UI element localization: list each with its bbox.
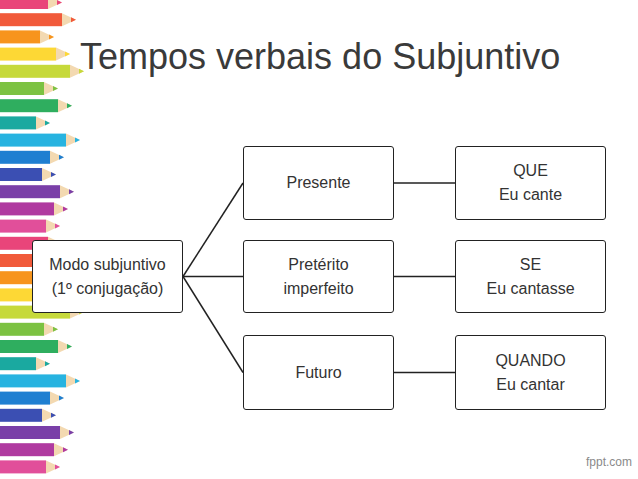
pencil-tip xyxy=(59,155,64,160)
root-box: Modo subjuntivo (1º conjugação) xyxy=(32,240,183,313)
pencil-body xyxy=(0,0,48,9)
pencil-tip xyxy=(53,86,58,91)
pencil-tip xyxy=(45,120,50,125)
connector-line xyxy=(394,372,455,374)
pencil-wood xyxy=(46,220,60,233)
pencil-tip xyxy=(65,52,70,57)
pencil-wood xyxy=(58,99,72,112)
pencil-wood xyxy=(42,409,56,422)
pencil-body xyxy=(0,99,58,112)
pencil-tip xyxy=(57,0,62,5)
pencil-tip xyxy=(71,17,76,22)
pencil-body xyxy=(0,323,44,336)
pencil-wood xyxy=(46,460,60,473)
pencil-tip xyxy=(67,344,72,349)
pencil-wood xyxy=(36,116,50,129)
pencil-body xyxy=(0,65,70,78)
box-text: QUANDO xyxy=(495,349,565,373)
box-text: Eu cantar xyxy=(496,373,564,397)
pencil-body xyxy=(0,357,36,370)
pencil-wood xyxy=(42,168,56,181)
box-text: Futuro xyxy=(295,361,341,385)
pencil-wood xyxy=(44,323,58,336)
pencil-tip xyxy=(55,464,60,469)
pencil-body xyxy=(0,13,62,26)
pencil-body xyxy=(0,185,60,198)
tense-box: Pretérito imperfeito xyxy=(243,240,394,313)
slide-title: Tempos verbais do Subjuntivo xyxy=(80,36,630,78)
pencil-tip xyxy=(55,224,60,229)
pencil-body xyxy=(0,374,66,387)
pencil-tip xyxy=(75,378,80,383)
pencil-wood xyxy=(66,134,80,147)
pencil-tip xyxy=(69,189,74,194)
pencil-body xyxy=(0,460,46,473)
pencil-tip xyxy=(51,413,56,418)
pencil-body xyxy=(0,168,42,181)
pencil-wood xyxy=(60,185,74,198)
pencil-body xyxy=(0,220,46,233)
pencil-tip xyxy=(63,206,68,211)
pencil-wood xyxy=(44,82,58,95)
pencil-body xyxy=(0,116,36,129)
pencil-tip xyxy=(51,172,56,177)
box-text: Eu cante xyxy=(499,183,562,207)
connector-line xyxy=(394,182,455,184)
pencil-tip xyxy=(45,361,50,366)
pencil-body xyxy=(0,151,50,164)
box-text: SE xyxy=(520,253,541,277)
pencil-body xyxy=(0,48,56,61)
tense-box: SEEu cantasse xyxy=(455,240,606,313)
connector-line xyxy=(183,276,243,278)
watermark: fppt.com xyxy=(586,455,632,469)
tense-box: QUEEu cante xyxy=(455,146,606,220)
pencil-tip xyxy=(63,447,68,452)
pencil-tip xyxy=(69,430,74,435)
pencil-wood xyxy=(54,443,68,456)
box-text: Modo subjuntivo (1º conjugação) xyxy=(38,253,178,301)
pencil-wood xyxy=(54,202,68,215)
connector-line xyxy=(183,277,243,373)
pencil-wood xyxy=(50,392,64,405)
pencil-wood xyxy=(40,30,54,43)
pencil-wood xyxy=(48,0,62,9)
pencil-body xyxy=(0,202,54,215)
box-text: Pretérito imperfeito xyxy=(269,253,369,301)
pencil-body xyxy=(0,426,60,439)
pencil-body xyxy=(0,340,58,353)
pencil-wood xyxy=(62,13,76,26)
pencil-tip xyxy=(75,138,80,143)
pencil-wood xyxy=(60,426,74,439)
pencil-wood xyxy=(50,151,64,164)
tense-box: Futuro xyxy=(243,335,394,410)
pencil-body xyxy=(0,392,50,405)
connector-line xyxy=(183,183,243,277)
pencil-tip xyxy=(49,34,54,39)
pencil-body xyxy=(0,134,66,147)
pencil-tip xyxy=(53,327,58,332)
pencil-tip xyxy=(67,103,72,108)
pencil-wood xyxy=(58,340,72,353)
box-text: Eu cantasse xyxy=(486,277,574,301)
tense-box: Presente xyxy=(243,146,394,220)
connector-line xyxy=(394,276,455,278)
pencil-tip xyxy=(59,396,64,401)
box-text: Presente xyxy=(286,171,350,195)
pencil-body xyxy=(0,30,40,43)
pencil-body xyxy=(0,409,42,422)
pencil-body xyxy=(0,82,44,95)
box-text: QUE xyxy=(513,159,548,183)
tense-box: QUANDOEu cantar xyxy=(455,335,606,410)
pencil-body xyxy=(0,443,54,456)
pencil-wood xyxy=(56,48,70,61)
pencil-wood xyxy=(36,357,50,370)
pencil-wood xyxy=(66,374,80,387)
